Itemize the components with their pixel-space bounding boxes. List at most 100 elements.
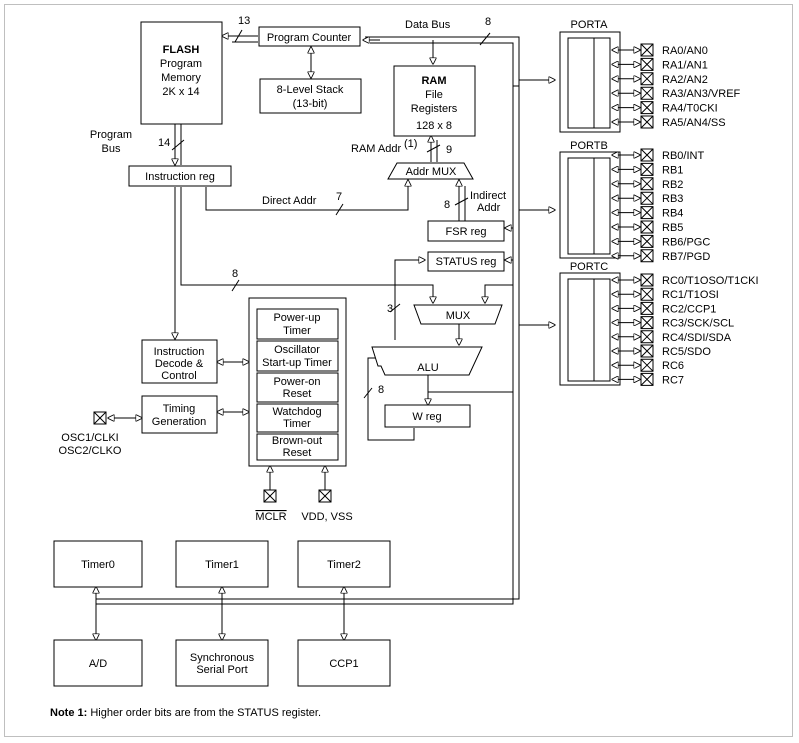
figure-frame — [4, 4, 793, 737]
pin-box-icon — [640, 86, 654, 100]
alu-label: ALU — [417, 362, 438, 374]
flash-title: FLASH — [163, 44, 200, 56]
pin-label: RC3/SCK/SCL — [662, 318, 734, 330]
pin-box-icon — [640, 162, 654, 176]
pin-label: RA3/AN3/VREF — [662, 88, 741, 100]
ram-line3: 128 x 8 — [416, 120, 452, 132]
timing-line2: Generation — [152, 416, 206, 428]
addr-mux-label: Addr MUX — [406, 166, 457, 178]
timing-line1: Timing — [163, 403, 196, 415]
pin-box-icon — [640, 330, 654, 344]
port-registers — [559, 31, 621, 386]
osc-line2: OSC2/CLKO — [59, 445, 122, 457]
pin-box-icon — [640, 273, 654, 287]
pin-box-icon — [640, 372, 654, 386]
ram-line1: File — [425, 89, 443, 101]
power-on-line2: Reset — [283, 388, 312, 400]
flash-line1: Program — [160, 58, 202, 70]
pin-label: RA2/AN2 — [662, 74, 708, 86]
pin-label: RB3 — [662, 193, 683, 205]
ram-addr-label: RAM Addr — [351, 143, 401, 155]
watchdog-line1: Watchdog — [272, 406, 321, 418]
watchdog-line2: Timer — [283, 418, 311, 430]
status-reg-label: STATUS reg — [436, 256, 497, 268]
direct-addr-width: 7 — [336, 191, 342, 203]
indirect-width: 8 — [444, 199, 450, 211]
pin-label: RC4/SDI/SDA — [662, 332, 732, 344]
pin-label: RC5/SDO — [662, 346, 711, 358]
note-text: Higher order bits are from the STATUS re… — [90, 707, 322, 719]
flash-line3: 2K x 14 — [162, 86, 199, 98]
pin-label: RB2 — [662, 179, 683, 191]
pin-label: RB1 — [662, 164, 683, 176]
pin-label: RA4/T0CKI — [662, 103, 718, 115]
pin-box-icon — [640, 287, 654, 301]
power-on-line1: Power-on — [273, 376, 320, 388]
pin-box-icon — [640, 234, 654, 248]
pin-label: RA0/AN0 — [662, 45, 708, 57]
stack-line1: 8-Level Stack — [277, 84, 344, 96]
pin-box-icon — [640, 101, 654, 115]
program-bus-line2: Bus — [102, 143, 121, 155]
ssp-line2: Serial Port — [196, 664, 247, 676]
pin-label: RB4 — [662, 208, 683, 220]
stack-line2: (13-bit) — [293, 98, 328, 110]
pin-box-icon — [640, 177, 654, 191]
data-bus-width: 8 — [485, 16, 491, 28]
timer1-label: Timer1 — [205, 559, 239, 571]
pin-label: RA1/AN1 — [662, 59, 708, 71]
pin-boxes — [93, 411, 332, 503]
brown-out-line2: Reset — [283, 447, 312, 459]
pin-box-icon — [640, 115, 654, 129]
portb-label: PORTB — [570, 140, 608, 152]
porta-label: PORTA — [571, 19, 609, 31]
decode-line1: Instruction — [154, 346, 205, 358]
pin-box-icon — [640, 72, 654, 86]
ram-addr-note: (1) — [404, 138, 417, 150]
pin-label: RC7 — [662, 374, 684, 386]
program-counter-label: Program Counter — [267, 32, 352, 44]
portc-label: PORTC — [570, 261, 608, 273]
pin-box-icon — [640, 316, 654, 330]
ram-line2: Registers — [411, 103, 458, 115]
indirect-addr-line2: Addr — [477, 202, 501, 214]
pin-label: RB5 — [662, 222, 683, 234]
pin-label: RB7/PGD — [662, 251, 710, 263]
decode-line3: Control — [161, 370, 196, 382]
pin-box-icon — [640, 220, 654, 234]
pin-box-icon — [640, 249, 654, 263]
pin-box-icon — [640, 57, 654, 71]
ram-title: RAM — [421, 75, 446, 87]
pin-box-icon — [640, 206, 654, 220]
pin-box-icon — [640, 344, 654, 358]
status-mux-width: 3 — [387, 303, 393, 315]
osc-line1: OSC1/CLKI — [61, 432, 118, 444]
power-up-line1: Power-up — [273, 312, 320, 324]
pin-box-icon — [640, 191, 654, 205]
osc-startup-line1: Oscillator — [274, 344, 320, 356]
program-bus-line1: Program — [90, 129, 132, 141]
ir-bus-width: 8 — [232, 268, 238, 280]
indirect-addr-line1: Indirect — [470, 190, 506, 202]
mclr-label: MCLR — [255, 511, 286, 523]
fsr-reg-label: FSR reg — [446, 226, 487, 238]
osc-startup-line2: Start-up Timer — [262, 357, 332, 369]
pin-label: RB6/PGC — [662, 236, 710, 248]
data-bus-label: Data Bus — [405, 19, 451, 31]
ccp1-label: CCP1 — [329, 658, 358, 670]
pin-label: RC1/T1OSI — [662, 289, 719, 301]
instruction-reg-label: Instruction reg — [145, 171, 215, 183]
program-bus-width: 14 — [158, 137, 170, 149]
brown-out-line1: Brown-out — [272, 435, 322, 447]
pin-box-icon — [640, 301, 654, 315]
pin-box-icon — [640, 148, 654, 162]
power-up-line2: Timer — [283, 325, 311, 337]
timer2-label: Timer2 — [327, 559, 361, 571]
pin-label: RC0/T1OSO/T1CKI — [662, 275, 759, 287]
decode-line2: Decode & — [155, 358, 204, 370]
vdd-vss-label: VDD, VSS — [301, 511, 352, 523]
pin-label: RC2/CCP1 — [662, 303, 716, 315]
mux-label: MUX — [446, 310, 471, 322]
